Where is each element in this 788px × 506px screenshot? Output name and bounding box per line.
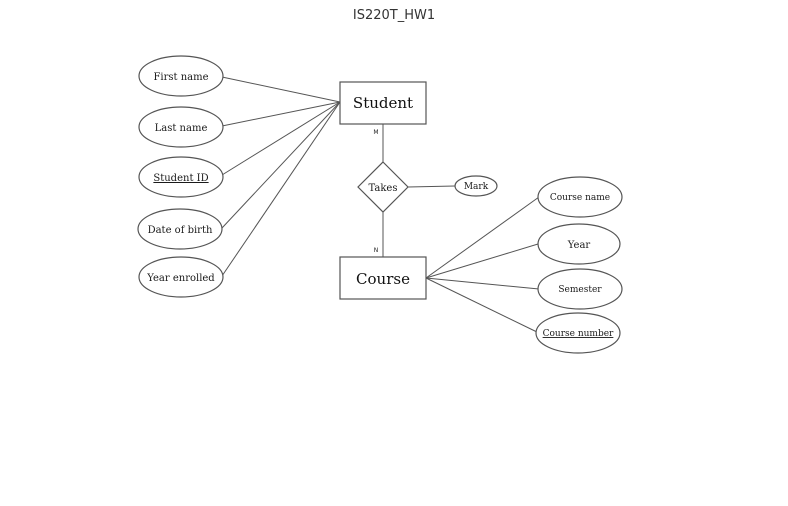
cardinality-m: M [373,129,378,136]
label-course-number: Course number [543,329,614,339]
label-semester: Semester [558,285,602,295]
cardinality-n: N [374,247,379,254]
label-student-id: Student ID [153,173,208,184]
edge-year-enrolled-student [222,102,340,276]
label-takes: Takes [369,183,398,194]
edge-first-name-student [222,77,340,102]
label-last-name: Last name [155,123,208,134]
label-year: Year [567,240,591,251]
edge-course-course-number [426,278,539,333]
edge-takes-mark [408,186,455,187]
label-student: Student [353,94,413,112]
edge-last-name-student [222,102,340,126]
label-course-name: Course name [550,193,610,203]
label-first-name: First name [153,72,208,83]
edge-course-semester [426,278,539,289]
label-year-enrolled: Year enrolled [146,273,215,284]
label-date-of-birth: Date of birth [148,225,213,236]
label-mark: Mark [464,182,489,192]
edge-date-of-birth-student [222,102,340,228]
edge-course-course-name [426,197,539,278]
label-course: Course [356,270,410,288]
edge-course-year [426,244,538,278]
edge-student-id-student [222,102,340,175]
